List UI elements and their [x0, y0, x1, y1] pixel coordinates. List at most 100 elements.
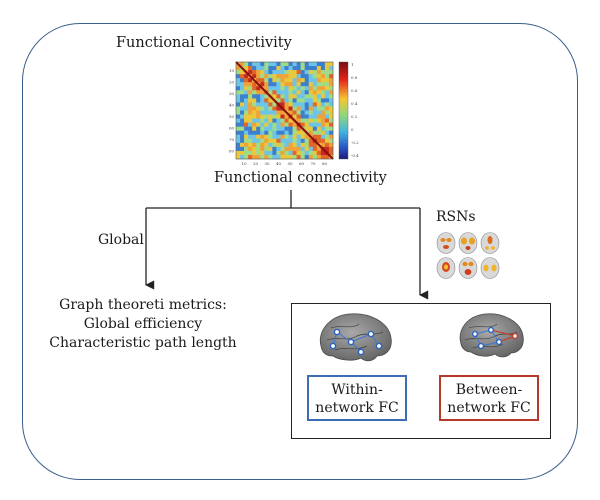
matrix-cell [276, 62, 281, 67]
matrix-cell [256, 70, 261, 75]
matrix-cell [304, 86, 309, 91]
matrix-cell [304, 78, 309, 83]
matrix-cell [316, 86, 322, 91]
matrix-cell [328, 110, 334, 115]
matrix-cell [260, 70, 265, 75]
matrix-cell [264, 118, 269, 123]
matrix-cell [316, 146, 322, 152]
matrix-cell [268, 102, 273, 107]
matrix-cell [236, 74, 241, 79]
matrix-cell [320, 130, 326, 135]
rsn-map-1 [436, 232, 456, 254]
matrix-cell [292, 74, 297, 79]
matrix-cell [280, 154, 285, 160]
matrix-cell [284, 82, 289, 87]
matrix-diagonal [235, 61, 334, 160]
matrix-cell [244, 154, 249, 160]
colorbar-tick: 0.8 [351, 75, 358, 80]
matrix-cell [280, 86, 285, 91]
matrix-cell [324, 154, 330, 160]
matrix-cell [244, 118, 249, 123]
matrix-cell [324, 98, 330, 103]
matrix-cell [276, 134, 281, 139]
matrix-cell [272, 62, 277, 67]
matrix-cell [268, 82, 273, 87]
matrix-cell [292, 146, 297, 152]
matrix-cell [288, 62, 293, 67]
matrix-cell [284, 118, 289, 123]
matrix-cell [268, 122, 273, 127]
matrix-cell [288, 78, 293, 83]
matrix-cell [236, 138, 241, 144]
matrix-cell [296, 142, 301, 148]
matrix-cell [264, 146, 269, 152]
matrix-cell [276, 114, 281, 119]
matrix-cell [316, 118, 322, 123]
matrix-cell [280, 82, 285, 87]
matrix-cell [256, 86, 261, 91]
matrix-cell [328, 86, 334, 91]
matrix-cell [320, 142, 326, 148]
matrix-cell [256, 106, 261, 111]
matrix-cell [280, 118, 285, 123]
matrix-cell [296, 74, 301, 79]
matrix-cell [236, 82, 241, 87]
matrix-cell [272, 66, 277, 71]
matrix-cell [284, 86, 289, 91]
matrix-cell [296, 66, 301, 71]
matrix-cell [240, 90, 245, 95]
matrix-cell [300, 66, 305, 71]
matrix-cell [236, 122, 241, 127]
matrix-cell [264, 66, 269, 71]
rsn-map-2 [458, 232, 478, 254]
matrix-cell [276, 74, 281, 79]
matrix-y-tick: 30 [229, 91, 235, 96]
matrix-cell [276, 118, 281, 123]
matrix-cell [296, 82, 301, 87]
matrix-cell [308, 118, 313, 123]
matrix-cell [260, 90, 265, 95]
matrix-cell [312, 106, 318, 111]
outer-frame [22, 23, 578, 480]
matrix-cell [316, 122, 322, 127]
matrix-cell [268, 130, 273, 135]
brain-network-icon-right [459, 313, 524, 358]
matrix-cell [248, 146, 253, 152]
matrix-y-tick: 10 [229, 68, 235, 73]
matrix-cell [296, 126, 301, 131]
matrix-cell [284, 94, 289, 99]
matrix-cell [304, 74, 309, 79]
within-network-fc-box: Within- network FC [307, 375, 407, 421]
within-line1: Within- [331, 382, 383, 398]
matrix-cell [304, 150, 309, 156]
matrix-cell [292, 154, 297, 160]
matrix-cell [316, 70, 322, 75]
matrix-cell [280, 102, 285, 107]
matrix-cell [308, 142, 313, 148]
matrix-cell [316, 110, 322, 115]
matrix-cell [288, 98, 293, 103]
matrix-cell [260, 110, 265, 115]
matrix-cell [240, 146, 245, 152]
matrix-cell [288, 106, 293, 111]
matrix-cell [308, 74, 313, 79]
matrix-cell [324, 114, 330, 119]
matrix-cell [308, 114, 313, 119]
matrix-cell [288, 90, 293, 95]
matrix-cell [236, 154, 241, 160]
matrix-cell [328, 74, 334, 79]
network-fc-panel [291, 303, 551, 439]
matrix-cell [292, 66, 297, 71]
matrix-cell [264, 82, 269, 87]
matrix-cell [292, 70, 297, 75]
matrix-cell [236, 102, 241, 107]
matrix-cell [272, 126, 277, 131]
matrix-cell [300, 70, 305, 75]
matrix-cell [264, 142, 269, 148]
matrix-cell [280, 62, 285, 67]
matrix-cell [300, 62, 305, 67]
matrix-cell [252, 110, 257, 115]
matrix-cell [308, 106, 313, 111]
matrix-cell [328, 66, 334, 71]
matrix-cell [288, 146, 293, 152]
